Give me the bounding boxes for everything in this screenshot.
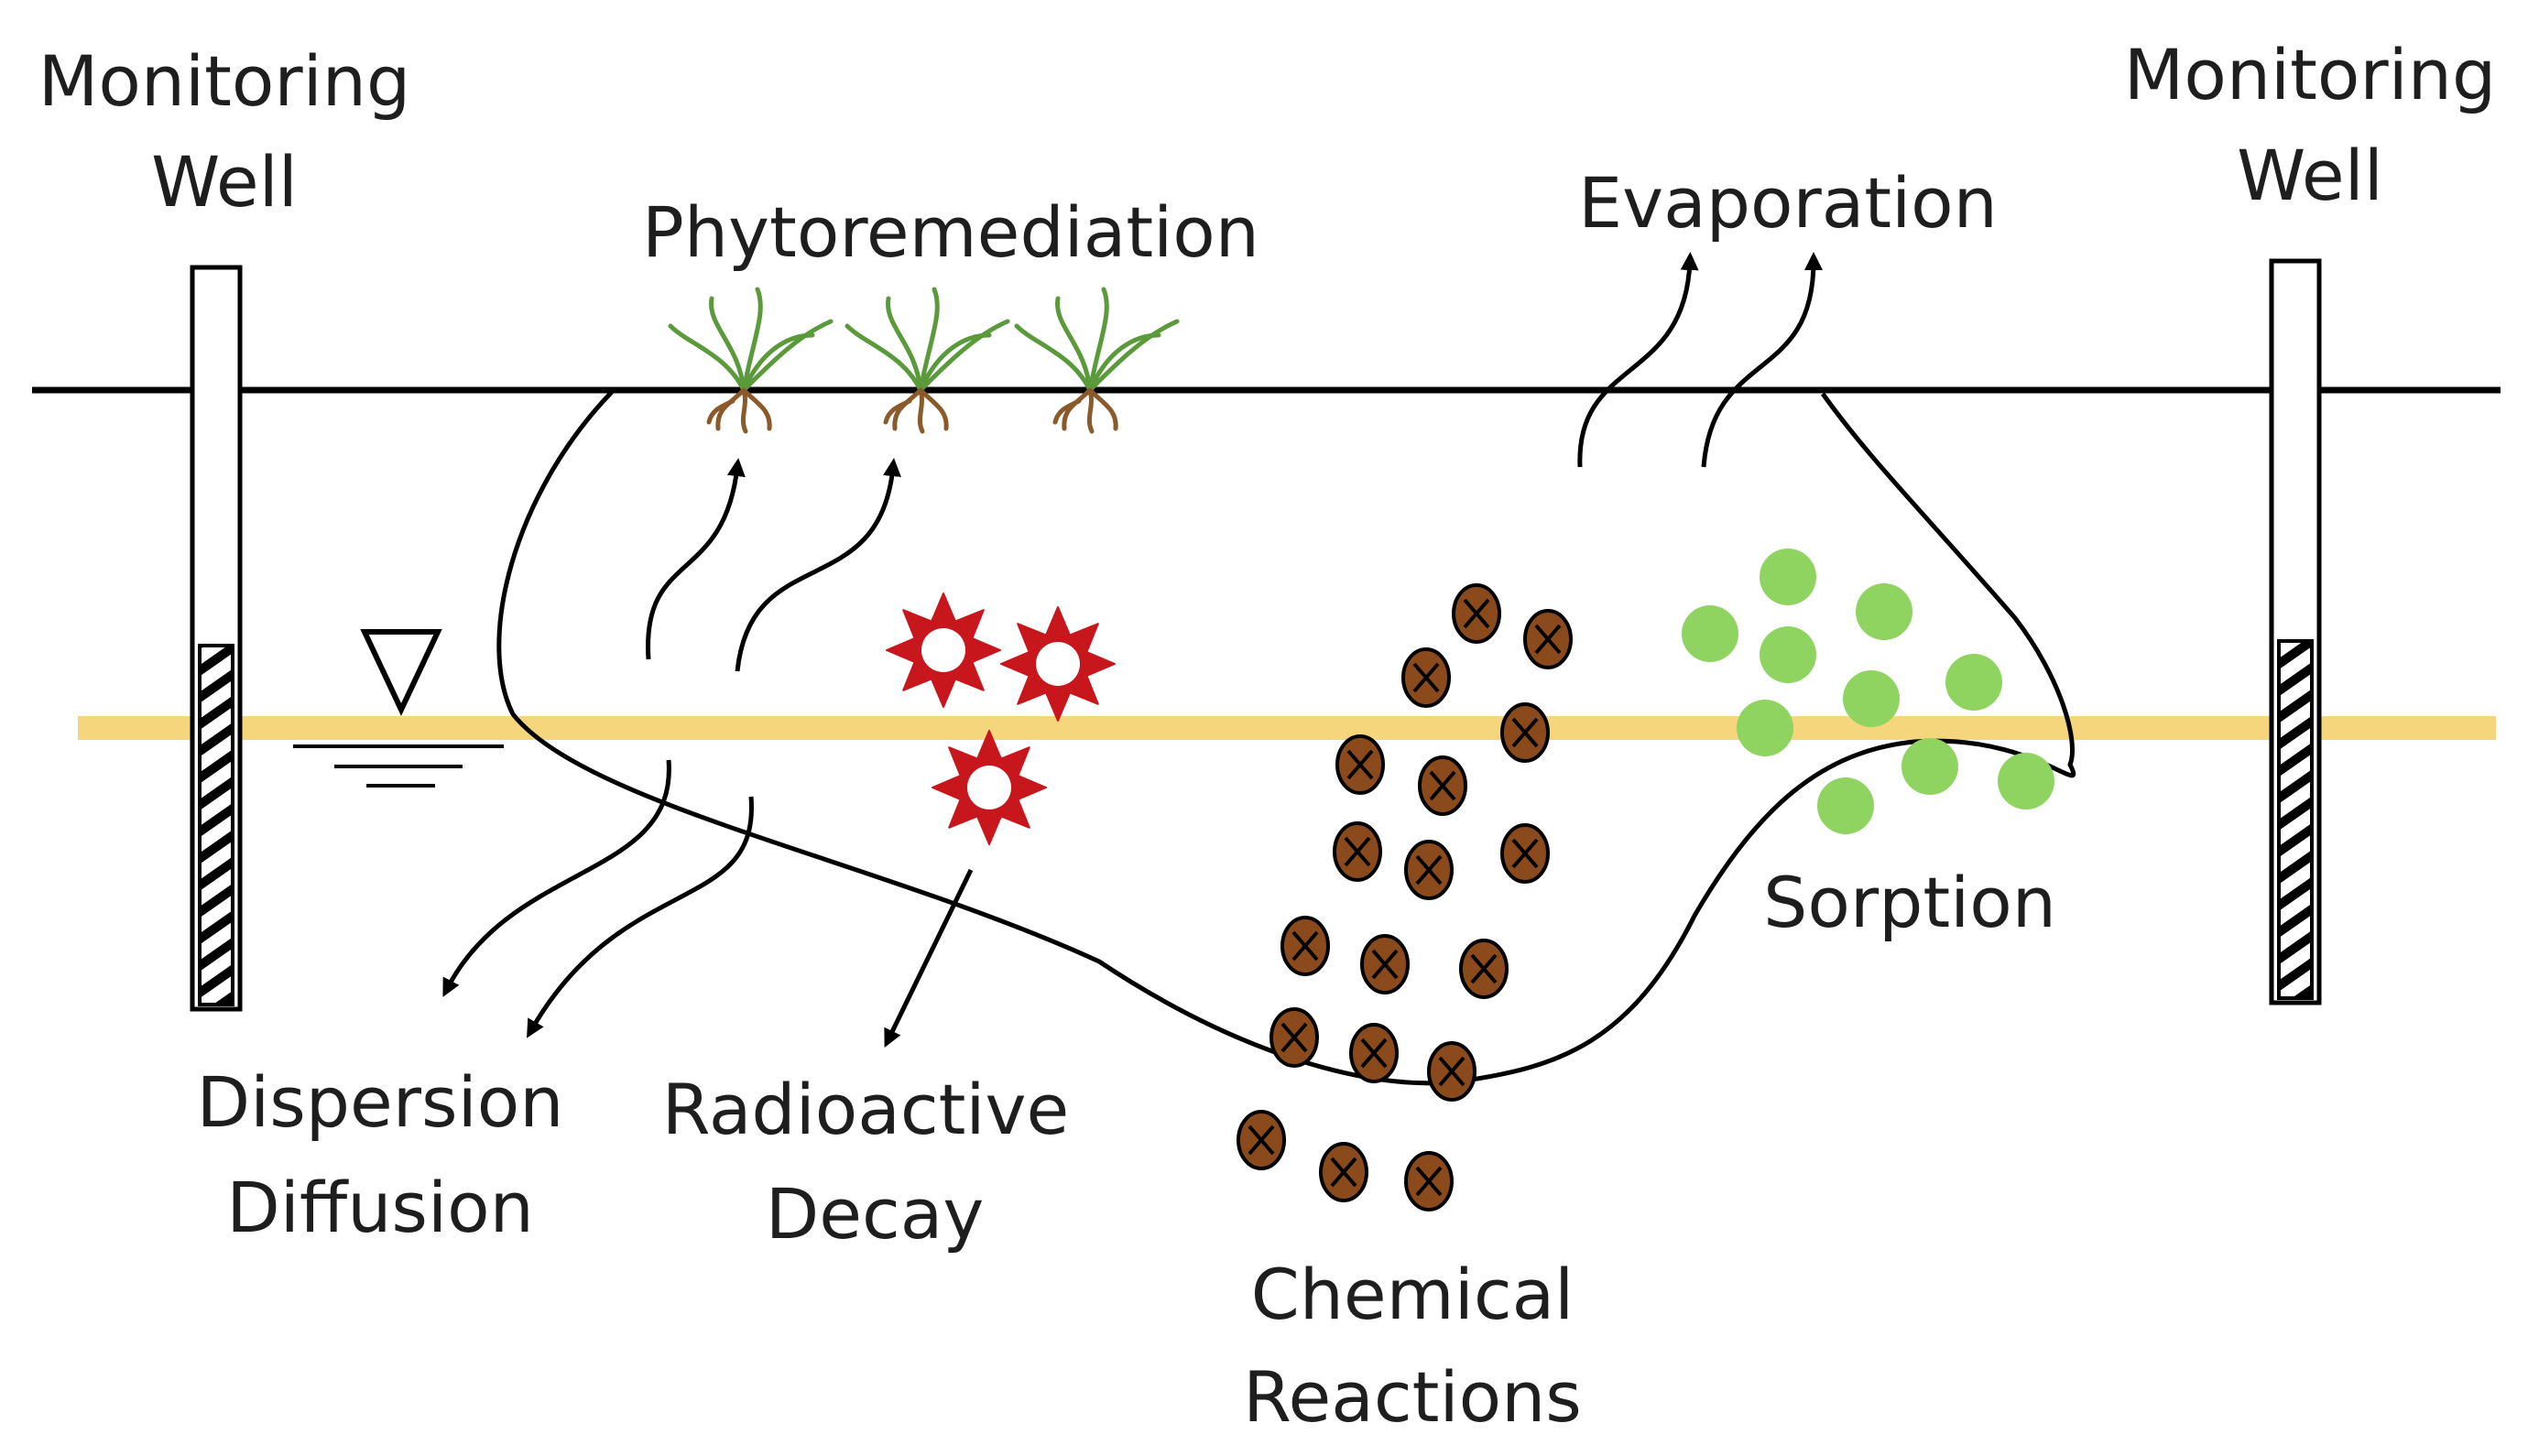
- well-screen-right: [2277, 639, 2314, 1000]
- well-screen-left: [198, 644, 234, 1006]
- dispersion-arrow-2: [527, 796, 754, 1038]
- sorption-particle-icon: [1737, 700, 1793, 756]
- chemical-particle-icon: [1335, 734, 1385, 795]
- chemical-particle-icon: [1360, 934, 1410, 994]
- chemical-particle-icon: [1452, 583, 1501, 644]
- radioactive-label: Radioactive: [662, 1069, 1070, 1150]
- chemical-particle-icon: [1427, 1041, 1476, 1102]
- sorption-particle-icon: [1901, 738, 1958, 795]
- phytoremediation-arrows: [646, 458, 901, 672]
- chemical-particle-icon: [1404, 1151, 1454, 1212]
- sorption-particle-icon: [1856, 583, 1912, 640]
- chemical-particle-icon: [1237, 1110, 1286, 1170]
- chemical-particle-icon: [1523, 609, 1573, 669]
- diffusion-label: Diffusion: [226, 1167, 534, 1248]
- radioactive-particle-icon: [886, 592, 1001, 708]
- radioactive-particle-icon: [1000, 606, 1116, 722]
- radioactive-particle-icon: [932, 730, 1047, 845]
- sorption-particle-icon: [1843, 670, 1900, 727]
- evaporation-arrow-2: [1701, 252, 1823, 468]
- sorption-particle-icon: [1817, 777, 1874, 834]
- phytoremediation-arrow-2: [735, 458, 901, 672]
- phytoremediation-arrow-1: [646, 458, 746, 660]
- contaminant-plume-outline: [496, 390, 2076, 1086]
- reactions-label: Reactions: [1243, 1356, 1582, 1438]
- sorption-particle-icon: [1682, 605, 1738, 662]
- dispersion-arrow-1: [442, 759, 671, 997]
- chemical-particles: [1237, 583, 1573, 1212]
- chemical-particle-icon: [1349, 1023, 1399, 1083]
- sorption-particle-icon: [1998, 753, 2054, 809]
- radioactive-particles: [886, 592, 1116, 845]
- dispersion-label: Dispersion: [197, 1061, 564, 1143]
- chemical-particle-icon: [1500, 702, 1550, 763]
- monitoring-well-right: [2269, 258, 2322, 1005]
- water-table-triangle-icon: [293, 629, 504, 788]
- chemical-particle-icon: [1319, 1142, 1368, 1202]
- chemical-particle-icon: [1418, 755, 1467, 816]
- chemical-particle-icon: [1280, 916, 1330, 976]
- plants-group: [668, 287, 1180, 434]
- sorption-particles: [1682, 549, 2054, 834]
- sorption-label: Sorption: [1763, 862, 2056, 943]
- plant-icon: [1014, 287, 1180, 434]
- evaporation-arrow-1: [1577, 252, 1699, 468]
- chemical-particle-icon: [1404, 840, 1454, 900]
- evaporation-label: Evaporation: [1578, 162, 1998, 244]
- phytoremediation-label: Phytoremediation: [642, 191, 1259, 273]
- chemical-particle-icon: [1269, 1007, 1319, 1068]
- chemical-label: Chemical: [1251, 1254, 1575, 1335]
- chemical-particle-icon: [1459, 939, 1509, 999]
- monitoring-well-left: [190, 265, 243, 1012]
- sorption-particle-icon: [1945, 654, 2002, 711]
- chemical-particle-icon: [1333, 821, 1382, 882]
- plant-icon: [668, 287, 834, 434]
- chemical-particle-icon: [1401, 647, 1451, 708]
- radioactive-decay-arrow: [884, 868, 974, 1048]
- chemical-particle-icon: [1500, 823, 1550, 884]
- plant-icon: [844, 287, 1010, 434]
- monitoring-well-right-label-line2: Well: [2237, 135, 2383, 216]
- decay-label: Decay: [766, 1173, 985, 1255]
- monitoring-well-left-label-line2: Well: [151, 141, 298, 223]
- sorption-particle-icon: [1760, 626, 1816, 683]
- dispersion-diffusion-arrows: [442, 759, 754, 1038]
- sorption-particle-icon: [1760, 549, 1816, 605]
- evaporation-arrows: [1577, 252, 1823, 468]
- monitoring-well-right-label-line1: Monitoring: [2124, 34, 2496, 115]
- monitoring-well-left-label-line1: Monitoring: [38, 40, 410, 122]
